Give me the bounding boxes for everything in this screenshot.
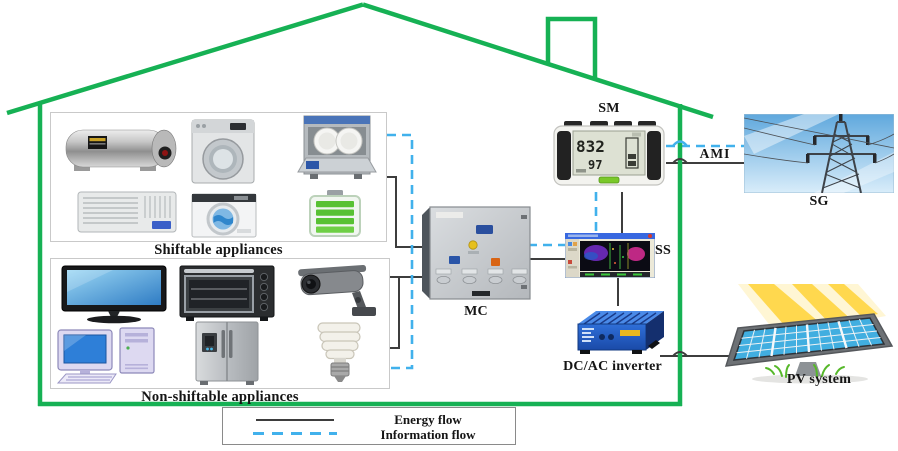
refrigerator-icon bbox=[195, 321, 259, 385]
shiftable-appliances-label: Shiftable appliances bbox=[154, 242, 283, 258]
sg-label: SG bbox=[809, 194, 829, 209]
ami-label: AMI bbox=[699, 146, 731, 161]
scheduling-software-icon bbox=[565, 233, 655, 278]
smart-grid-pylon-icon bbox=[744, 114, 894, 193]
tumble-dryer-icon bbox=[191, 119, 255, 184]
legend-information-label: Information flow bbox=[380, 427, 476, 442]
dishwasher-icon bbox=[297, 115, 377, 179]
energy-line-sample bbox=[256, 419, 334, 421]
house-outline bbox=[6, 2, 714, 407]
main-controller-icon bbox=[422, 206, 531, 300]
wire-hops bbox=[672, 140, 688, 357]
chimney bbox=[545, 16, 598, 79]
air-conditioner-icon bbox=[77, 191, 177, 233]
smart-meter-icon: 832 97 bbox=[553, 121, 665, 186]
legend-box: Energy flow Information flow bbox=[222, 407, 516, 445]
non-shiftable-appliances-label: Non-shiftable appliances bbox=[141, 389, 299, 405]
security-camera-icon bbox=[298, 264, 376, 316]
desktop-computer-icon bbox=[56, 327, 155, 384]
sm-reading-main: 832 bbox=[576, 137, 605, 156]
information-line-sample bbox=[253, 432, 337, 435]
legend-energy-label: Energy flow bbox=[394, 412, 462, 427]
battery-icon bbox=[309, 190, 361, 237]
pv-label: PV system bbox=[786, 372, 852, 387]
water-heater-icon bbox=[65, 129, 177, 171]
sm-reading-sub: 97 bbox=[588, 158, 602, 172]
cfl-bulb-icon bbox=[317, 322, 361, 382]
ss-label: SS bbox=[655, 243, 671, 258]
dc-ac-inverter-icon bbox=[577, 311, 664, 354]
tv-icon bbox=[61, 265, 167, 324]
information-flow-lines bbox=[387, 133, 746, 370]
pv-system-icon bbox=[724, 284, 894, 384]
oven-icon bbox=[179, 265, 275, 321]
sm-label: SM bbox=[598, 101, 620, 116]
washing-machine-icon bbox=[191, 193, 257, 238]
mc-label: MC bbox=[464, 304, 488, 319]
inverter-label: DC/AC inverter bbox=[563, 359, 662, 374]
